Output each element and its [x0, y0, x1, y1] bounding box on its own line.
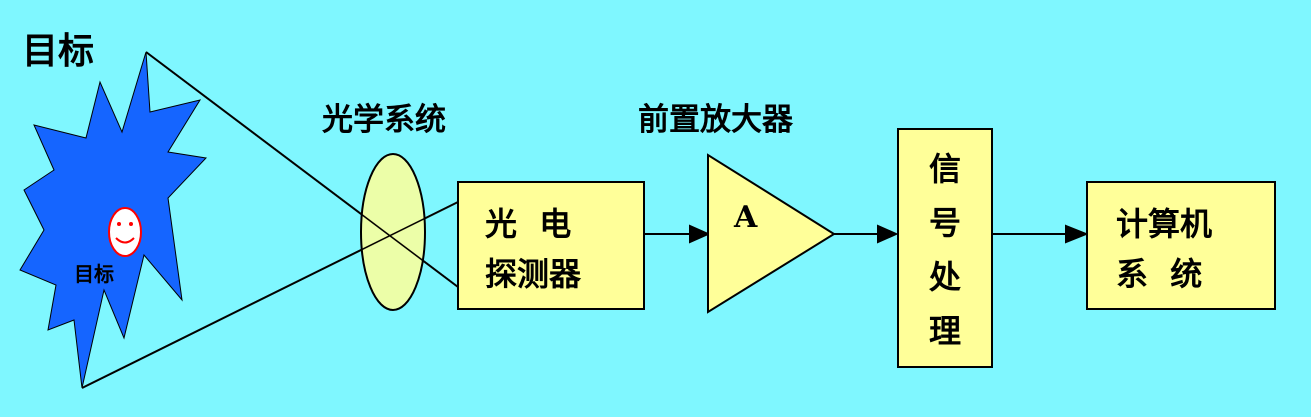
detector-line1: 光 电 [485, 205, 572, 243]
signal-char: 处 [929, 258, 962, 296]
signal-arrows [644, 224, 1089, 244]
arrow-head-icon [1065, 224, 1089, 244]
signal-char: 信 [929, 150, 962, 188]
signal-char: 理 [929, 312, 962, 350]
face-smile-icon [115, 237, 135, 244]
detector-box: 光 电 探测器 [457, 181, 645, 310]
computer-system-box: 计算机 系 统 [1086, 181, 1276, 310]
computer-line1: 计算机 [1116, 205, 1213, 243]
computer-line2: 系 统 [1116, 255, 1203, 293]
target-face-icon [108, 207, 142, 257]
optics-label: 光学系统 [322, 102, 446, 138]
face-eye-right-icon [129, 222, 133, 226]
arrow-head-icon [689, 224, 711, 244]
lens-icon [360, 153, 426, 311]
signal-char: 号 [929, 204, 962, 242]
ray-lower [81, 201, 459, 389]
signal-processing-box: 信 号 处 理 [897, 128, 993, 368]
preamp-label: 前置放大器 [638, 102, 793, 138]
amplifier-symbol: A [734, 200, 758, 235]
detector-line2: 探测器 [485, 255, 582, 293]
ray-upper [145, 51, 459, 288]
target-title: 目标 [22, 31, 95, 72]
target-inner-label: 目标 [74, 262, 114, 286]
arrow-head-icon [877, 224, 899, 244]
face-eye-left-icon [117, 222, 121, 226]
amplifier-triangle-icon [707, 153, 836, 314]
